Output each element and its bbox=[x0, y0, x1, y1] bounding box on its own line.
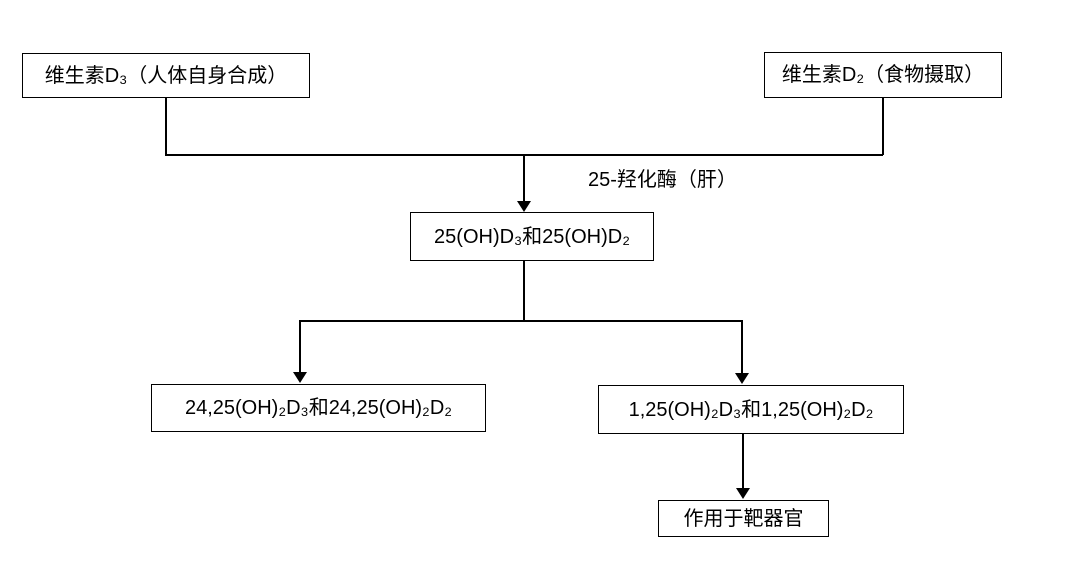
arrow-down-to-24-25-icon bbox=[293, 372, 307, 383]
connector-d3-drop-line bbox=[165, 98, 167, 155]
node-24-25-oh2d-box: 24,25(OH)₂D₃和24,25(OH)₂D₂ bbox=[151, 384, 486, 432]
node-25ohd-box: 25(OH)D₃和25(OH)D₂ bbox=[410, 212, 654, 261]
arrow-down-to-1-25-icon bbox=[735, 373, 749, 384]
node-vitamin-d2-box: 维生素D₂（食物摄取） bbox=[764, 52, 1002, 98]
enzyme-liver-label: 25-羟化酶（肝） bbox=[588, 169, 737, 191]
arrow-down-to-target-organ-icon bbox=[736, 488, 750, 499]
node-target-organ-box: 作用于靶器官 bbox=[658, 500, 829, 537]
connector-to-target-organ-line bbox=[742, 434, 744, 489]
connector-to-24-25-line bbox=[299, 320, 301, 373]
connector-25ohd-drop-line bbox=[523, 261, 525, 321]
node-vitamin-d3-box: 维生素D₃（人体自身合成） bbox=[22, 53, 310, 98]
connector-d2-drop-line bbox=[882, 98, 884, 155]
connector-split-horizontal-line bbox=[299, 320, 743, 322]
connector-to-25ohd-line bbox=[523, 154, 525, 202]
connector-to-1-25-line bbox=[741, 320, 743, 373]
arrow-down-to-25ohd-icon bbox=[517, 201, 531, 212]
node-1-25-oh2d-box: 1,25(OH)₂D₃和1,25(OH)₂D₂ bbox=[598, 385, 904, 434]
